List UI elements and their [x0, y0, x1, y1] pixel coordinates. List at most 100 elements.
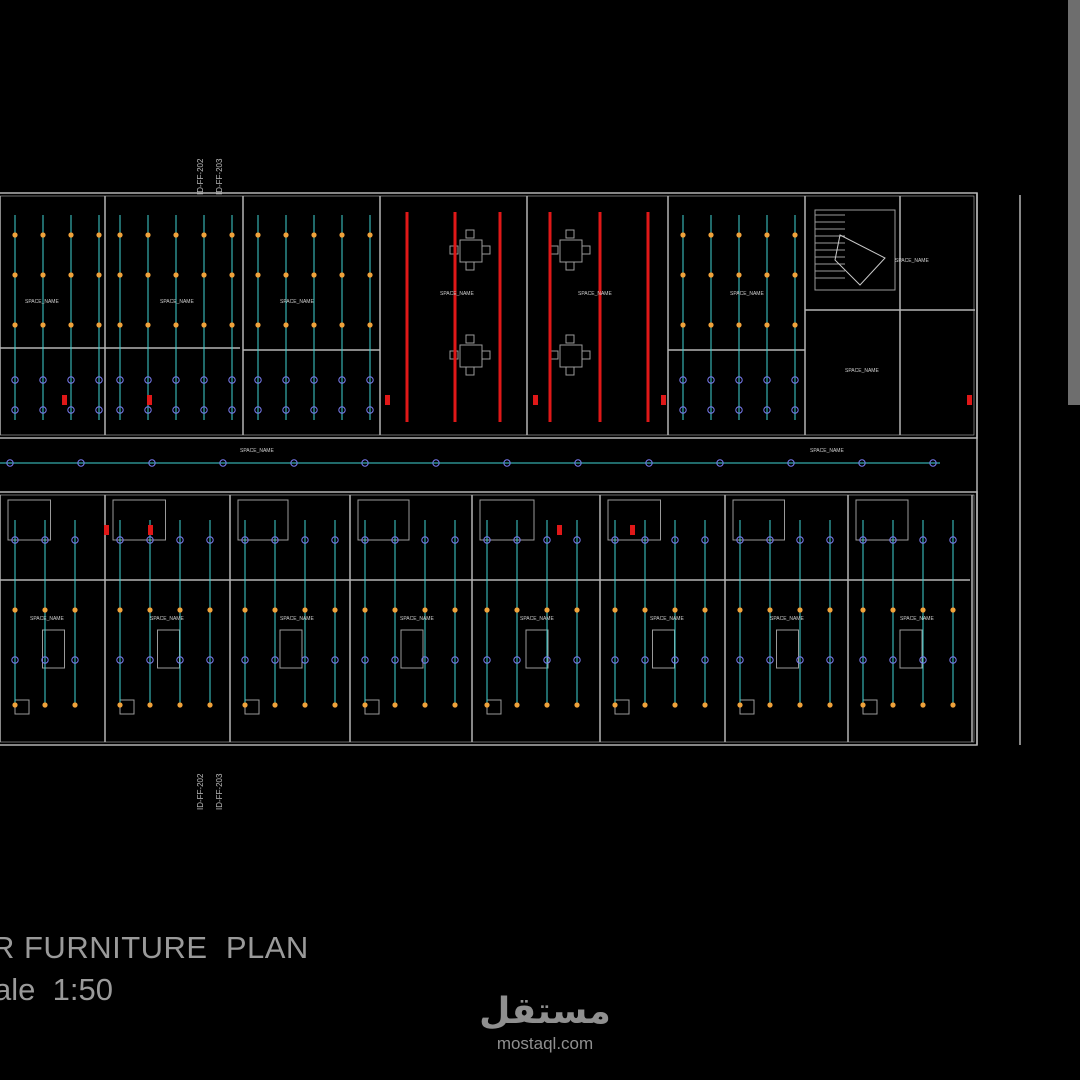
bathroom — [237, 499, 289, 541]
light-fixture — [338, 376, 346, 384]
light-fixture — [796, 656, 804, 664]
light-fixture — [241, 536, 249, 544]
light-fixture — [206, 536, 214, 544]
fire-alarm — [147, 395, 152, 405]
light-fixture — [920, 702, 926, 708]
light-fixture — [283, 322, 289, 328]
light-fixture — [735, 376, 743, 384]
bed — [525, 629, 549, 669]
light-fixture — [680, 232, 686, 238]
light-fixture — [513, 536, 521, 544]
light-fixture — [514, 607, 520, 613]
light-fixture — [173, 272, 179, 278]
light-fixture — [95, 376, 103, 384]
light-fixture — [176, 656, 184, 664]
space-name-label: SPACE_NAME — [30, 616, 64, 622]
light-fixture — [311, 232, 317, 238]
light-fixture — [271, 536, 279, 544]
wall-inner — [0, 494, 975, 743]
light-fixture — [116, 536, 124, 544]
room-furniture — [7, 209, 923, 715]
light-fixture — [826, 656, 834, 664]
light-fixture — [71, 656, 79, 664]
light-fixture — [573, 536, 581, 544]
light-fixture — [71, 536, 79, 544]
light-fixture — [736, 656, 744, 664]
bathroom — [357, 499, 410, 541]
bathroom — [112, 499, 166, 541]
chair — [465, 261, 475, 271]
light-fixture — [422, 607, 428, 613]
light-fixture — [612, 607, 618, 613]
light-fixture — [229, 322, 235, 328]
chair — [481, 350, 491, 360]
light-fixture — [716, 459, 724, 467]
light-fixture — [791, 376, 799, 384]
fire-alarm — [557, 525, 562, 535]
fire-strip — [598, 212, 602, 422]
light-fixture — [929, 459, 937, 467]
light-fixture — [513, 656, 521, 664]
stair-arrow — [834, 234, 886, 286]
light-fixture — [302, 702, 308, 708]
light-fixture — [207, 607, 213, 613]
wall-outlines — [0, 192, 1021, 746]
bed — [899, 629, 923, 669]
bed — [652, 629, 675, 669]
space-name-label: SPACE_NAME — [895, 258, 929, 264]
light-fixture — [201, 272, 207, 278]
chair — [565, 334, 575, 344]
light-fixture — [255, 232, 261, 238]
light-fixture — [827, 702, 833, 708]
light-fixture — [362, 702, 368, 708]
bed — [42, 629, 65, 669]
dining-table — [459, 344, 483, 368]
light-fixture — [737, 702, 743, 708]
light-fixture — [791, 406, 799, 414]
bed — [157, 629, 180, 669]
fire-strip — [498, 212, 502, 422]
light-fixture — [117, 322, 123, 328]
light-fixture — [42, 607, 48, 613]
armchair — [119, 699, 135, 715]
light-fixture — [173, 322, 179, 328]
light-fixture — [206, 656, 214, 664]
light-fixture — [41, 656, 49, 664]
light-fixture — [116, 406, 124, 414]
wall-inner — [0, 195, 975, 436]
light-fixture — [301, 656, 309, 664]
light-fixture — [332, 702, 338, 708]
light-fixture — [147, 702, 153, 708]
fire-strip — [453, 212, 457, 422]
space-name-label: SPACE_NAME — [280, 616, 314, 622]
light-fixture — [736, 272, 742, 278]
vertical-scrollbar[interactable] — [1068, 0, 1080, 405]
light-fixture — [68, 232, 74, 238]
light-fixture — [361, 536, 369, 544]
light-fixture — [767, 702, 773, 708]
light-fixture — [611, 536, 619, 544]
space-name-label: SPACE_NAME — [770, 616, 804, 622]
light-fixture — [116, 656, 124, 664]
light-fixture — [702, 607, 708, 613]
light-fixture — [735, 406, 743, 414]
light-fixture — [574, 702, 580, 708]
light-fixture — [301, 536, 309, 544]
light-fixture — [827, 607, 833, 613]
light-fixture — [271, 656, 279, 664]
light-fixture — [763, 376, 771, 384]
armchair — [862, 699, 878, 715]
light-fixture — [792, 272, 798, 278]
space-labels: SPACE_NAME SPACE_NAME SPACE_NAME SPACE_NAME… — [25, 258, 934, 622]
armchair — [486, 699, 502, 715]
light-fixture — [451, 656, 459, 664]
light-fixture — [642, 702, 648, 708]
light-fixture — [543, 536, 551, 544]
light-fixture — [859, 656, 867, 664]
light-fixture — [310, 376, 318, 384]
bathroom — [7, 499, 51, 541]
bed — [279, 629, 303, 669]
light-fixture — [890, 607, 896, 613]
light-fixture — [146, 536, 154, 544]
light-fixture — [766, 536, 774, 544]
